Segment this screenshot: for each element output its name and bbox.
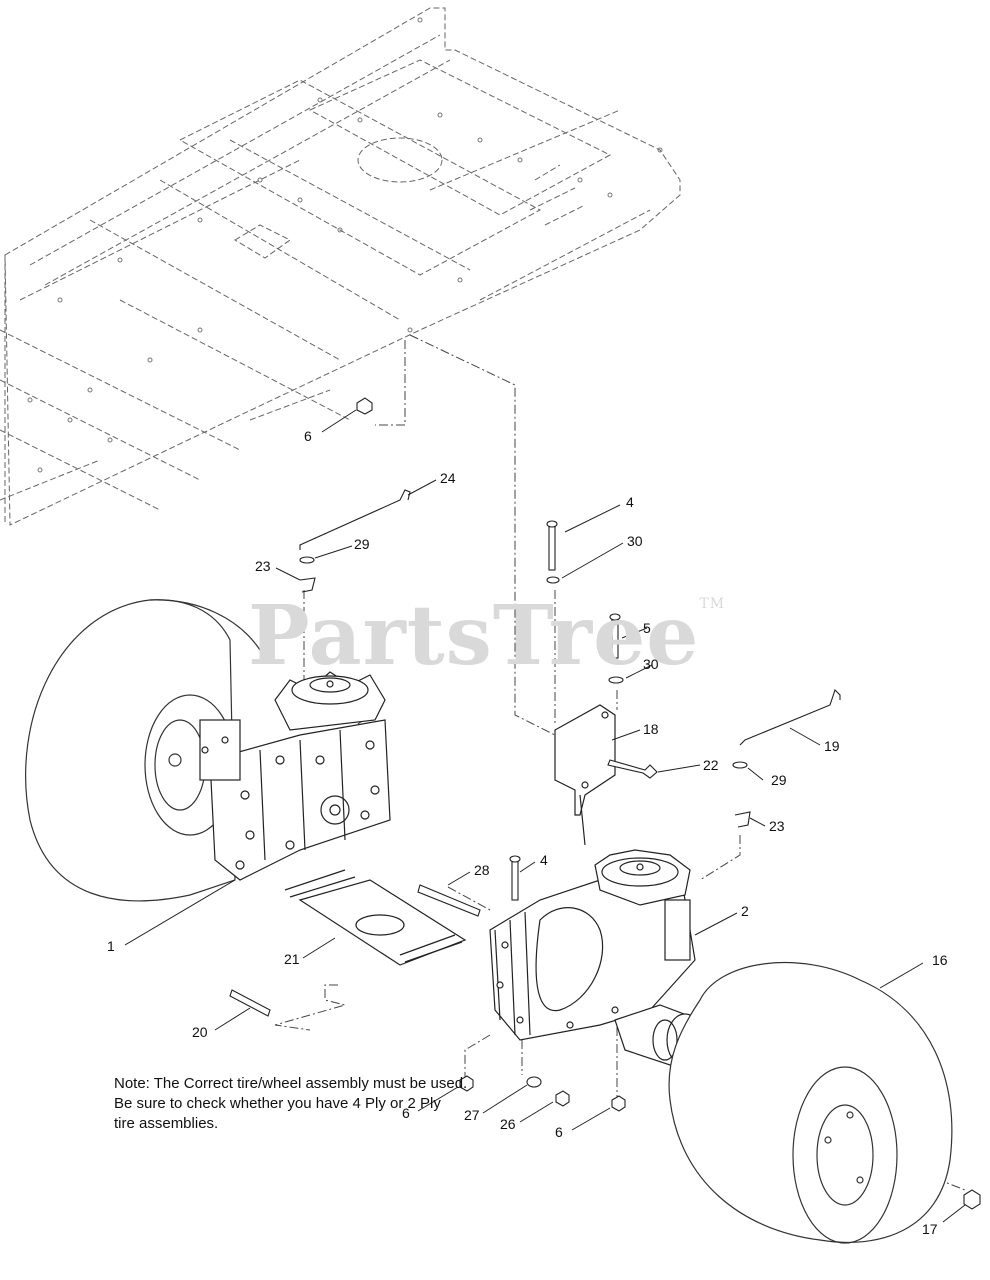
watermark-brand: PartsTree <box>248 588 700 684</box>
right-fan-pulley <box>594 849 691 906</box>
rod-19 <box>739 688 841 746</box>
note-line-1: Note: The Correct tire/wheel assembly mu… <box>114 1075 468 1092</box>
left-tire <box>25 599 261 902</box>
pin-20 <box>229 989 271 1017</box>
note-line-3: tire assemblies. <box>114 1115 219 1132</box>
callout-4-top: 4 <box>626 494 634 510</box>
callout-18: 18 <box>643 721 659 737</box>
callout-29-right: 29 <box>771 772 787 788</box>
callout-2: 2 <box>741 903 749 919</box>
center-bracket <box>554 704 616 846</box>
callout-16: 16 <box>932 952 948 968</box>
assembly-note: Note: The Correct tire/wheel assembly mu… <box>114 1074 554 1134</box>
callout-6-lower-left: 6 <box>402 1105 410 1121</box>
left-fan-pulley <box>274 671 386 731</box>
callout-6-lower-right: 6 <box>555 1124 563 1140</box>
right-transmission <box>489 869 696 1041</box>
nut-top <box>356 397 373 415</box>
washer-30-top <box>546 576 560 584</box>
callout-21: 21 <box>284 951 300 967</box>
callout-26: 26 <box>500 1116 516 1132</box>
clip-23-right <box>734 811 751 828</box>
callout-28: 28 <box>474 862 490 878</box>
callout-30-mid: 30 <box>643 656 659 672</box>
callout-24: 24 <box>440 470 456 486</box>
bolt-22 <box>607 759 658 779</box>
callout-5: 5 <box>643 620 651 636</box>
leader-lines <box>124 409 966 1223</box>
callout-labels: 6 24 4 30 29 23 5 30 18 19 22 29 23 28 4… <box>107 428 948 1237</box>
callout-30-top: 30 <box>627 533 643 549</box>
nut-6-lower-left <box>459 1075 474 1092</box>
nut-17 <box>963 1189 981 1210</box>
callout-4-lower: 4 <box>540 852 548 868</box>
washer-29-left <box>299 556 315 564</box>
left-transmission <box>199 719 391 881</box>
right-tire <box>668 962 953 1244</box>
clip-23-left <box>299 577 316 593</box>
nut-26 <box>555 1090 570 1107</box>
callout-23-left: 23 <box>255 558 271 574</box>
callout-23-right: 23 <box>769 818 785 834</box>
callout-22: 22 <box>703 757 719 773</box>
note-line-2: Be sure to check whether you have 4 Ply … <box>114 1095 441 1112</box>
watermark: PartsTreeTM <box>248 588 725 684</box>
washer-29-right <box>732 761 748 769</box>
trademark-mark: TM <box>699 596 726 612</box>
callout-29-left: 29 <box>354 536 370 552</box>
callout-1: 1 <box>107 938 115 954</box>
rod-24 <box>299 489 411 550</box>
washer-30-mid <box>608 676 624 684</box>
washer-27 <box>526 1076 542 1088</box>
bolt-4-top <box>548 524 556 571</box>
callout-17: 17 <box>922 1221 938 1237</box>
callout-6-top: 6 <box>304 428 312 444</box>
callout-27: 27 <box>464 1107 480 1123</box>
frame-assembly <box>0 7 681 526</box>
callout-20: 20 <box>192 1024 208 1040</box>
hardware <box>229 397 981 1210</box>
bolt-4-lower <box>511 859 519 901</box>
mount-bracket <box>284 869 467 966</box>
pin-28 <box>417 884 481 917</box>
nut-6-lower-right <box>611 1095 626 1112</box>
callout-19: 19 <box>824 738 840 754</box>
frame-holes <box>27 17 663 473</box>
